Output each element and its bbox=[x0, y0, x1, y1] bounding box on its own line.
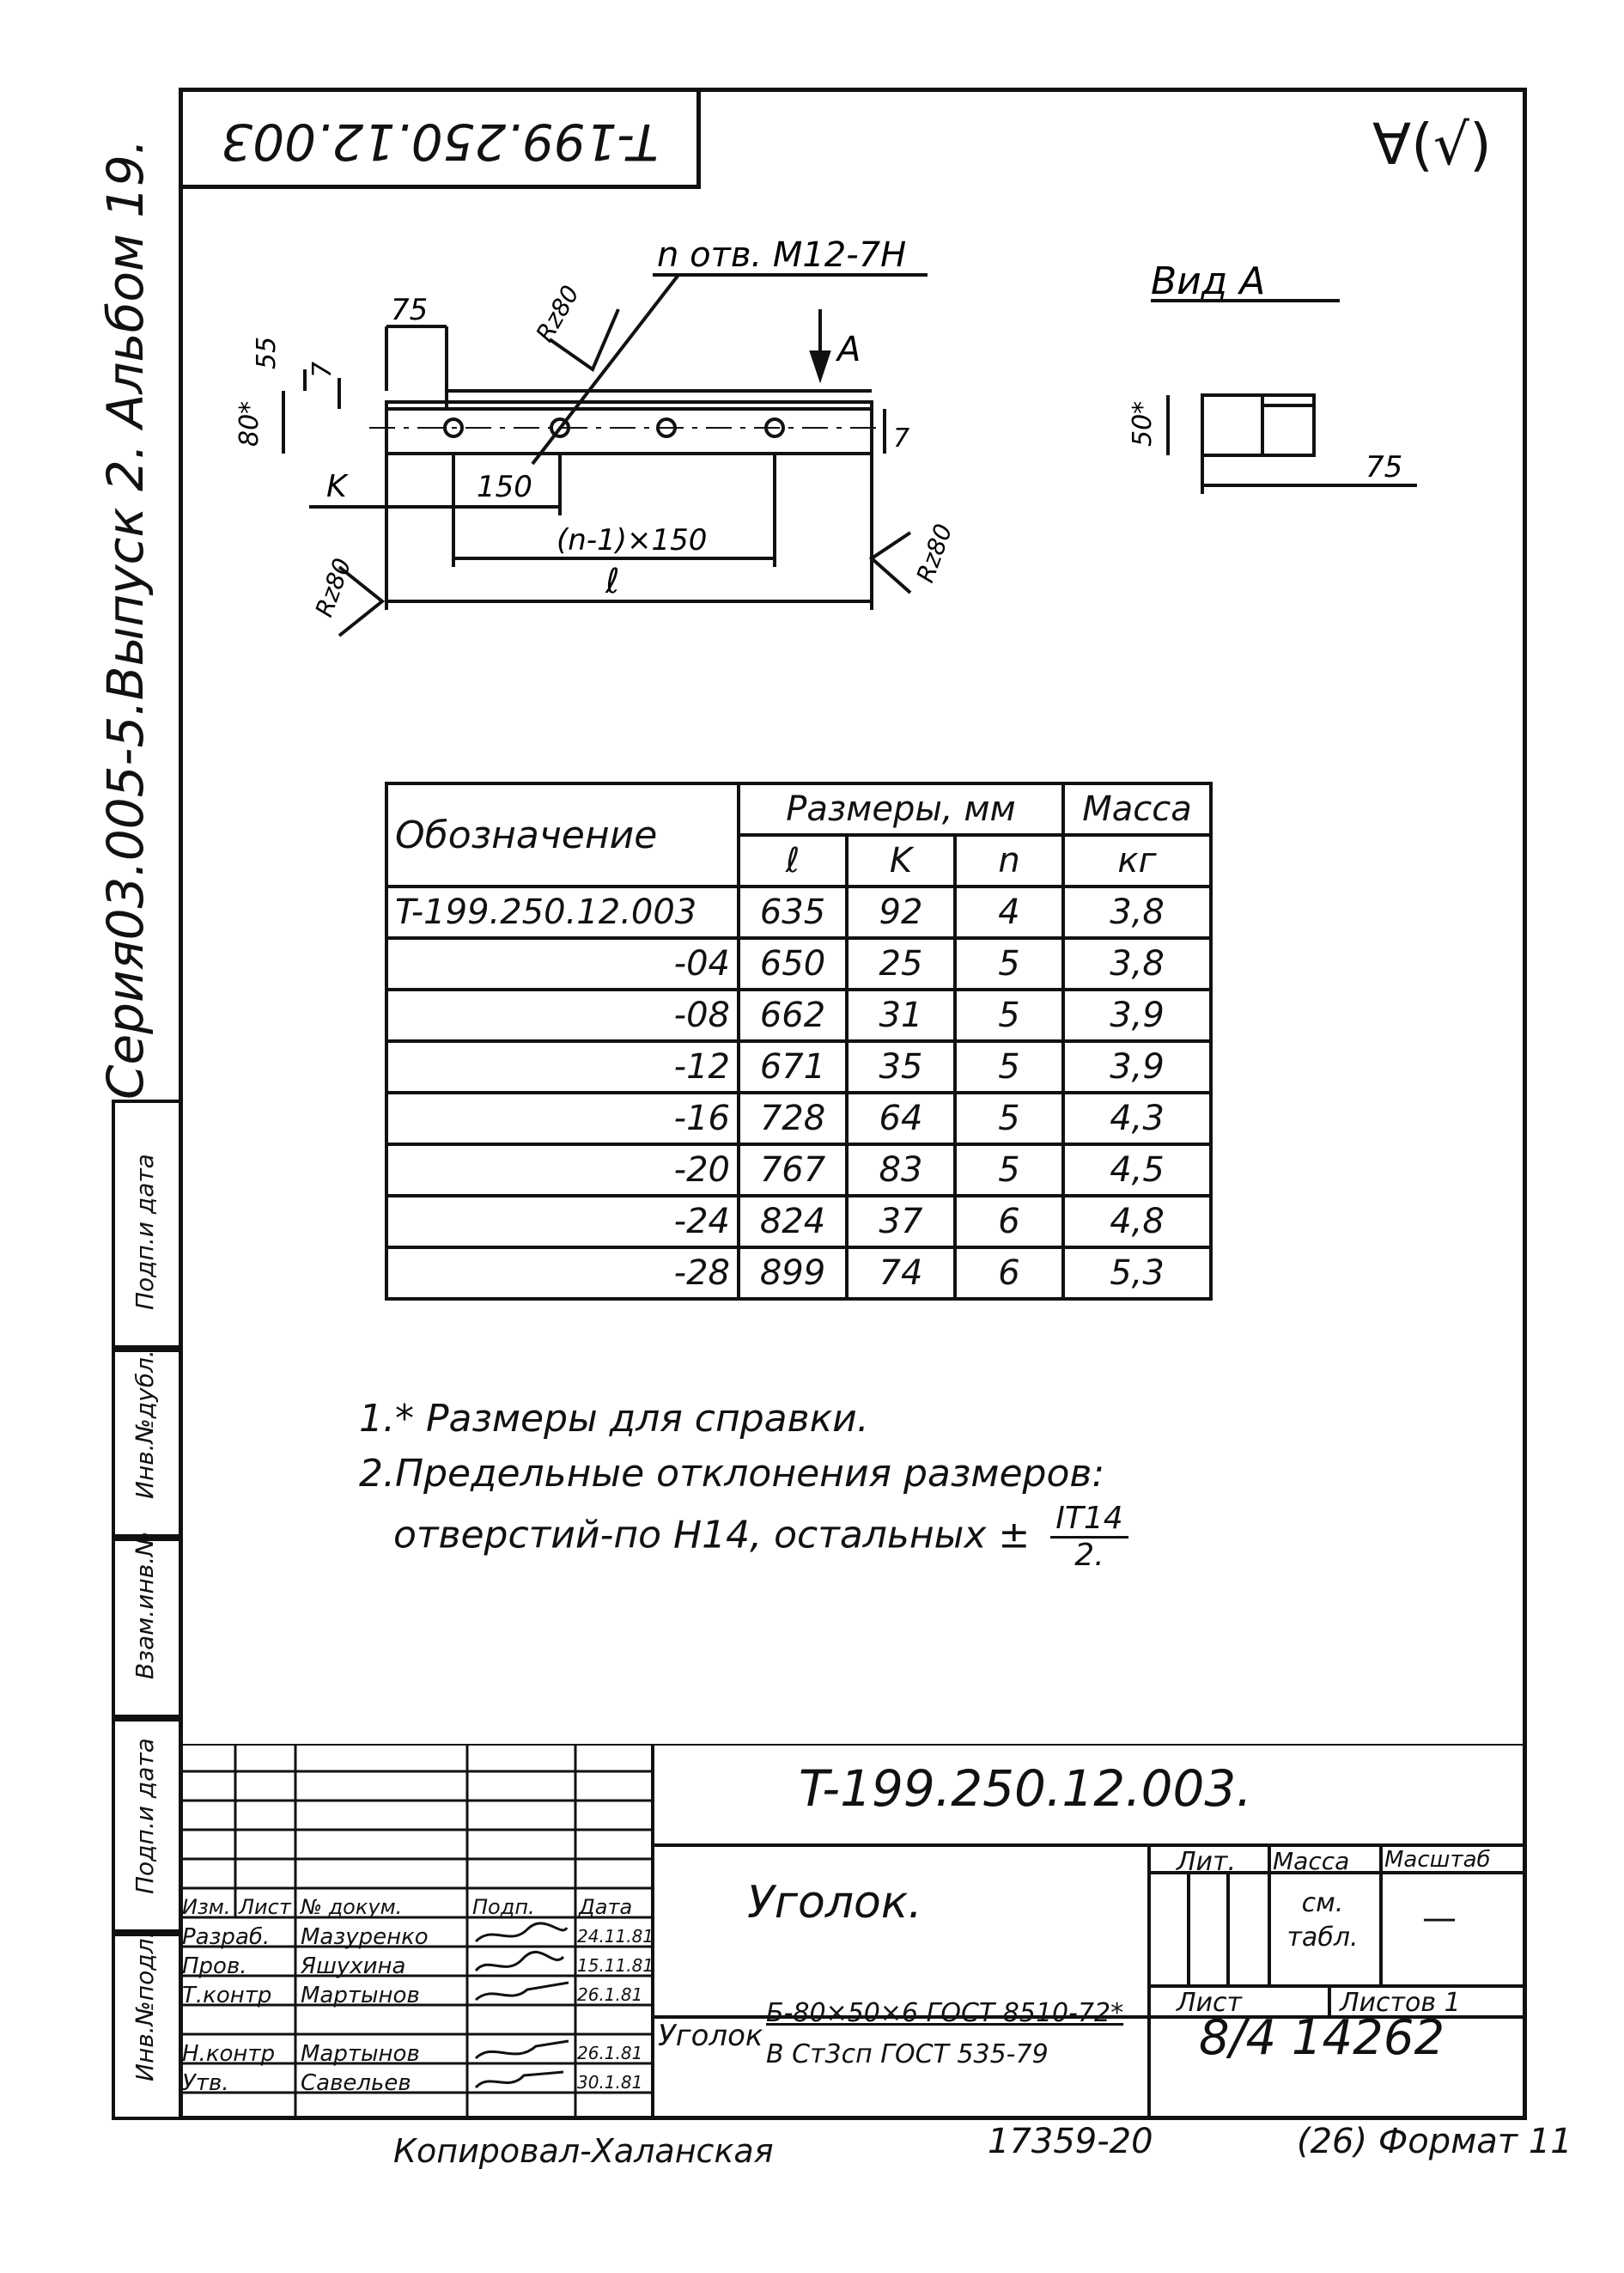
drawing-frame bbox=[179, 88, 1527, 2120]
hole-4 bbox=[764, 417, 785, 438]
lit-label: Лит. bbox=[1177, 1847, 1237, 1877]
th-mass: Масса bbox=[1061, 782, 1213, 837]
head-data: Дата bbox=[579, 1895, 633, 1919]
th-sizes: Размеры, мм bbox=[737, 782, 1065, 837]
hole-3 bbox=[656, 417, 677, 438]
rz-tick-top bbox=[548, 308, 620, 373]
signatures bbox=[474, 1922, 569, 2089]
material-label: Уголок bbox=[658, 2019, 763, 2053]
arrow-a-head bbox=[809, 350, 831, 384]
name-3: Мартынов bbox=[301, 1983, 420, 2008]
rz-label-top: Rz80 bbox=[530, 281, 584, 347]
date-2: 15.11.81 bbox=[577, 1955, 654, 1976]
copied-by: Копировал-Халанская bbox=[393, 2132, 774, 2170]
spec-table: Обозначение Размеры, мм Масса ℓ K n кг T… bbox=[385, 782, 1213, 1301]
massa-value: см. табл. bbox=[1286, 1888, 1359, 1953]
title-block-grid bbox=[179, 1744, 1527, 2120]
fraction: IT14 2. bbox=[1050, 1502, 1128, 1573]
document-name: Уголок. bbox=[747, 1877, 922, 1929]
th-mass-unit: кг bbox=[1061, 833, 1213, 888]
sheet-label: Лист bbox=[1177, 1988, 1243, 2018]
scale-label: Масштаб bbox=[1384, 1847, 1491, 1873]
side-col-sign-date-2: Подп.и дата bbox=[112, 1718, 179, 1933]
format-label: (26) Формат 11 bbox=[1297, 2122, 1572, 2161]
date-3: 26.1.81 bbox=[577, 1984, 643, 2005]
hole-leader bbox=[531, 273, 680, 466]
name-4: Мартынов bbox=[301, 2041, 420, 2067]
head-izm: Изм. bbox=[182, 1895, 231, 1919]
view-dim-75-label: 75 bbox=[1365, 450, 1402, 484]
view-dim-50-label: 50* bbox=[1128, 401, 1158, 447]
role-5: Утв. bbox=[182, 2070, 229, 2096]
dim-55-label: 55 bbox=[252, 337, 282, 369]
name-1: Мазуренко bbox=[301, 1924, 429, 1950]
fraction-top: IT14 bbox=[1050, 1502, 1128, 1539]
side-col-sign-date: Подп.и дата bbox=[112, 1100, 179, 1349]
role-2: Пров. bbox=[182, 1953, 247, 1979]
material-profile: Б-80×50×6 ГОСТ 8510-72* bbox=[766, 1998, 1124, 2028]
fraction-bottom: 2. bbox=[1074, 1538, 1104, 1573]
dim-80-label: 80* bbox=[234, 401, 265, 447]
document-code: T-199.250.12.003. bbox=[799, 1759, 1252, 1818]
scale-value: — bbox=[1422, 1898, 1457, 1938]
dim-k-label: K bbox=[326, 469, 349, 504]
side-col-orig-inv: Инв.№подл. bbox=[112, 1931, 179, 2120]
hole-label: n отв. M12-7H bbox=[657, 235, 906, 275]
dim-l-label: ℓ bbox=[605, 562, 620, 601]
hole-1 bbox=[443, 417, 464, 438]
rz-label-right: Rz80 bbox=[911, 521, 958, 587]
date-5: 30.1.81 bbox=[577, 2072, 643, 2093]
part-drawing: n отв. M12-7H A Вид A 75 55 7 80* 7 K 15… bbox=[234, 235, 1417, 637]
sheet-code: 8/4 14262 bbox=[1199, 2010, 1445, 2066]
roughness-mark: ∀(√) bbox=[1372, 112, 1492, 178]
role-3: Т.контр bbox=[182, 1983, 272, 2008]
top-left-stamp: T-199.250.12.003 bbox=[179, 88, 701, 189]
note-2: 2.Предельные отклонения размеров: bbox=[359, 1452, 1105, 1496]
rz-label-left: Rz80 bbox=[310, 555, 357, 621]
dim-75-label: 75 bbox=[391, 293, 428, 327]
order-number: 17359-20 bbox=[988, 2122, 1153, 2161]
head-ndoc: № докум. bbox=[301, 1895, 403, 1919]
notes: 1.* Размеры для справки. 2.Предельные от… bbox=[359, 1392, 1128, 1573]
side-col-replace-inv: Взам.инв.№ bbox=[112, 1532, 179, 1718]
th-n: n bbox=[953, 833, 1065, 888]
th-l: ℓ bbox=[737, 833, 848, 888]
head-list: Лист bbox=[239, 1895, 291, 1919]
side-col-dup-inv: Инв.№дубл. bbox=[112, 1349, 179, 1538]
sheets-total: Листов 1 bbox=[1340, 1988, 1461, 2018]
th-designation: Обозначение bbox=[385, 782, 740, 888]
note-1: 1.* Размеры для справки. bbox=[359, 1397, 869, 1441]
rz-tick-right bbox=[868, 531, 912, 594]
name-5: Савельев bbox=[301, 2070, 411, 2096]
massa-label: Масса bbox=[1273, 1847, 1350, 1875]
note-3: отверстий-по H14, остальных ± bbox=[393, 1513, 1031, 1557]
view-a-body bbox=[1201, 393, 1316, 457]
th-k: K bbox=[845, 833, 957, 888]
arrow-a-label: A bbox=[835, 330, 861, 369]
view-a-label: Вид A bbox=[1151, 259, 1265, 303]
date-4: 26.1.81 bbox=[577, 2043, 643, 2063]
dim-7-label: 7 bbox=[307, 362, 338, 378]
rz-tick-left bbox=[338, 565, 386, 637]
material-steel: В Ст3сп ГОСТ 535-79 bbox=[766, 2039, 1049, 2069]
dim-n150-label: (n-1)×150 bbox=[557, 523, 707, 558]
role-4: Н.контр bbox=[182, 2041, 276, 2067]
hole-2 bbox=[550, 417, 570, 438]
dim-150-label: 150 bbox=[477, 470, 532, 504]
name-2: Яшухина bbox=[301, 1953, 406, 1979]
role-1: Разраб. bbox=[182, 1924, 271, 1950]
dim-7b-label: 7 bbox=[893, 424, 909, 454]
note-3-line: отверстий-по H14, остальных ± IT14 2. bbox=[359, 1502, 1128, 1573]
head-podp: Подп. bbox=[472, 1895, 535, 1919]
date-1: 24.11.81 bbox=[577, 1926, 654, 1947]
